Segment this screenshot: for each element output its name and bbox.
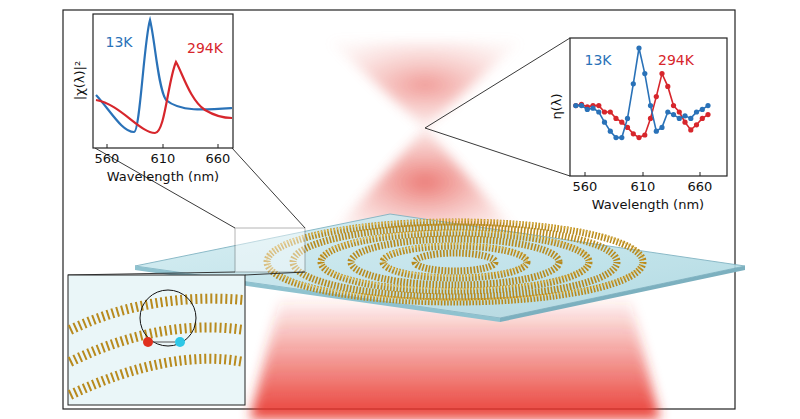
red-data-point [700,116,705,121]
series-label: 13K [106,35,133,49]
tick-label: 660 [206,152,231,165]
blue-data-point [671,112,676,117]
tick-label: 660 [688,180,713,193]
red-data-point [573,103,578,108]
blue-data-point [596,109,601,114]
red-data-point [659,71,664,76]
axis-label: η(λ) [549,93,562,119]
tick-label: 560 [573,180,598,193]
nanorod-rings [267,222,643,302]
blue-data-point [688,116,693,121]
red-curve [96,62,232,133]
light-cone [330,42,520,128]
ticks [107,144,218,148]
blue-data-point [677,116,682,121]
blue-curve [96,20,232,132]
red-data-point [596,103,601,108]
nanorod-closeup [70,299,244,395]
blue-data-point [700,107,705,112]
series-label: 294K [658,53,694,67]
tick-label: 560 [95,152,120,165]
red-data-line [576,74,708,138]
blue-data-point [682,113,687,118]
red-data-point [654,94,659,99]
red-data-point [682,120,687,125]
axis-label: |χ(λ)|² [73,60,86,99]
blue-data-point [625,116,630,121]
red-data-point [665,84,670,89]
blue-data-point [613,135,618,140]
blue-data-point [659,125,664,130]
red-data-point [608,109,613,114]
zoom-inset [68,275,245,405]
blue-data-point [631,81,636,86]
red-data-point [671,103,676,108]
dipole-circle [140,290,196,346]
red-data-point [602,109,607,114]
series-label: 13K [585,53,612,67]
ticks [585,172,700,176]
red-data-point [688,127,693,132]
blue-data-point [602,120,607,125]
blue-data-line [576,48,708,138]
tick-label: 610 [631,180,656,193]
chart-frame [570,38,727,176]
red-data-point [613,116,618,121]
red-data-point [631,131,636,136]
tick-label: 610 [151,152,176,165]
red-data-point [677,109,682,114]
incident-beam [250,300,660,419]
blue-data-point [636,45,641,50]
red-data-point [619,120,624,125]
zoom-region [235,228,305,272]
red-data-point [694,122,699,127]
axis-title: Wavelength (nm) [592,198,704,211]
blue-data-point [648,103,653,108]
axis-title: Wavelength (nm) [107,170,219,183]
blue-data-point [694,109,699,114]
series-label: 294K [187,41,223,55]
blue-data-point [579,103,584,108]
red-data-point [705,112,710,117]
chart-frame [93,14,233,148]
charge-dot [143,337,153,347]
blue-data-point [585,107,590,112]
blue-data-point [705,103,710,108]
blue-data-point [654,129,659,134]
red-data-point [642,132,647,137]
blue-data-point [608,129,613,134]
red-data-point [636,135,641,140]
blue-data-point [573,103,578,108]
nanorod-highlight [267,220,643,300]
blue-data-point [590,106,595,111]
blue-data-point [642,71,647,76]
dipole-line [153,342,175,343]
blue-data-point [619,135,624,140]
charge-dot [175,337,185,347]
blue-data-point [665,109,670,114]
